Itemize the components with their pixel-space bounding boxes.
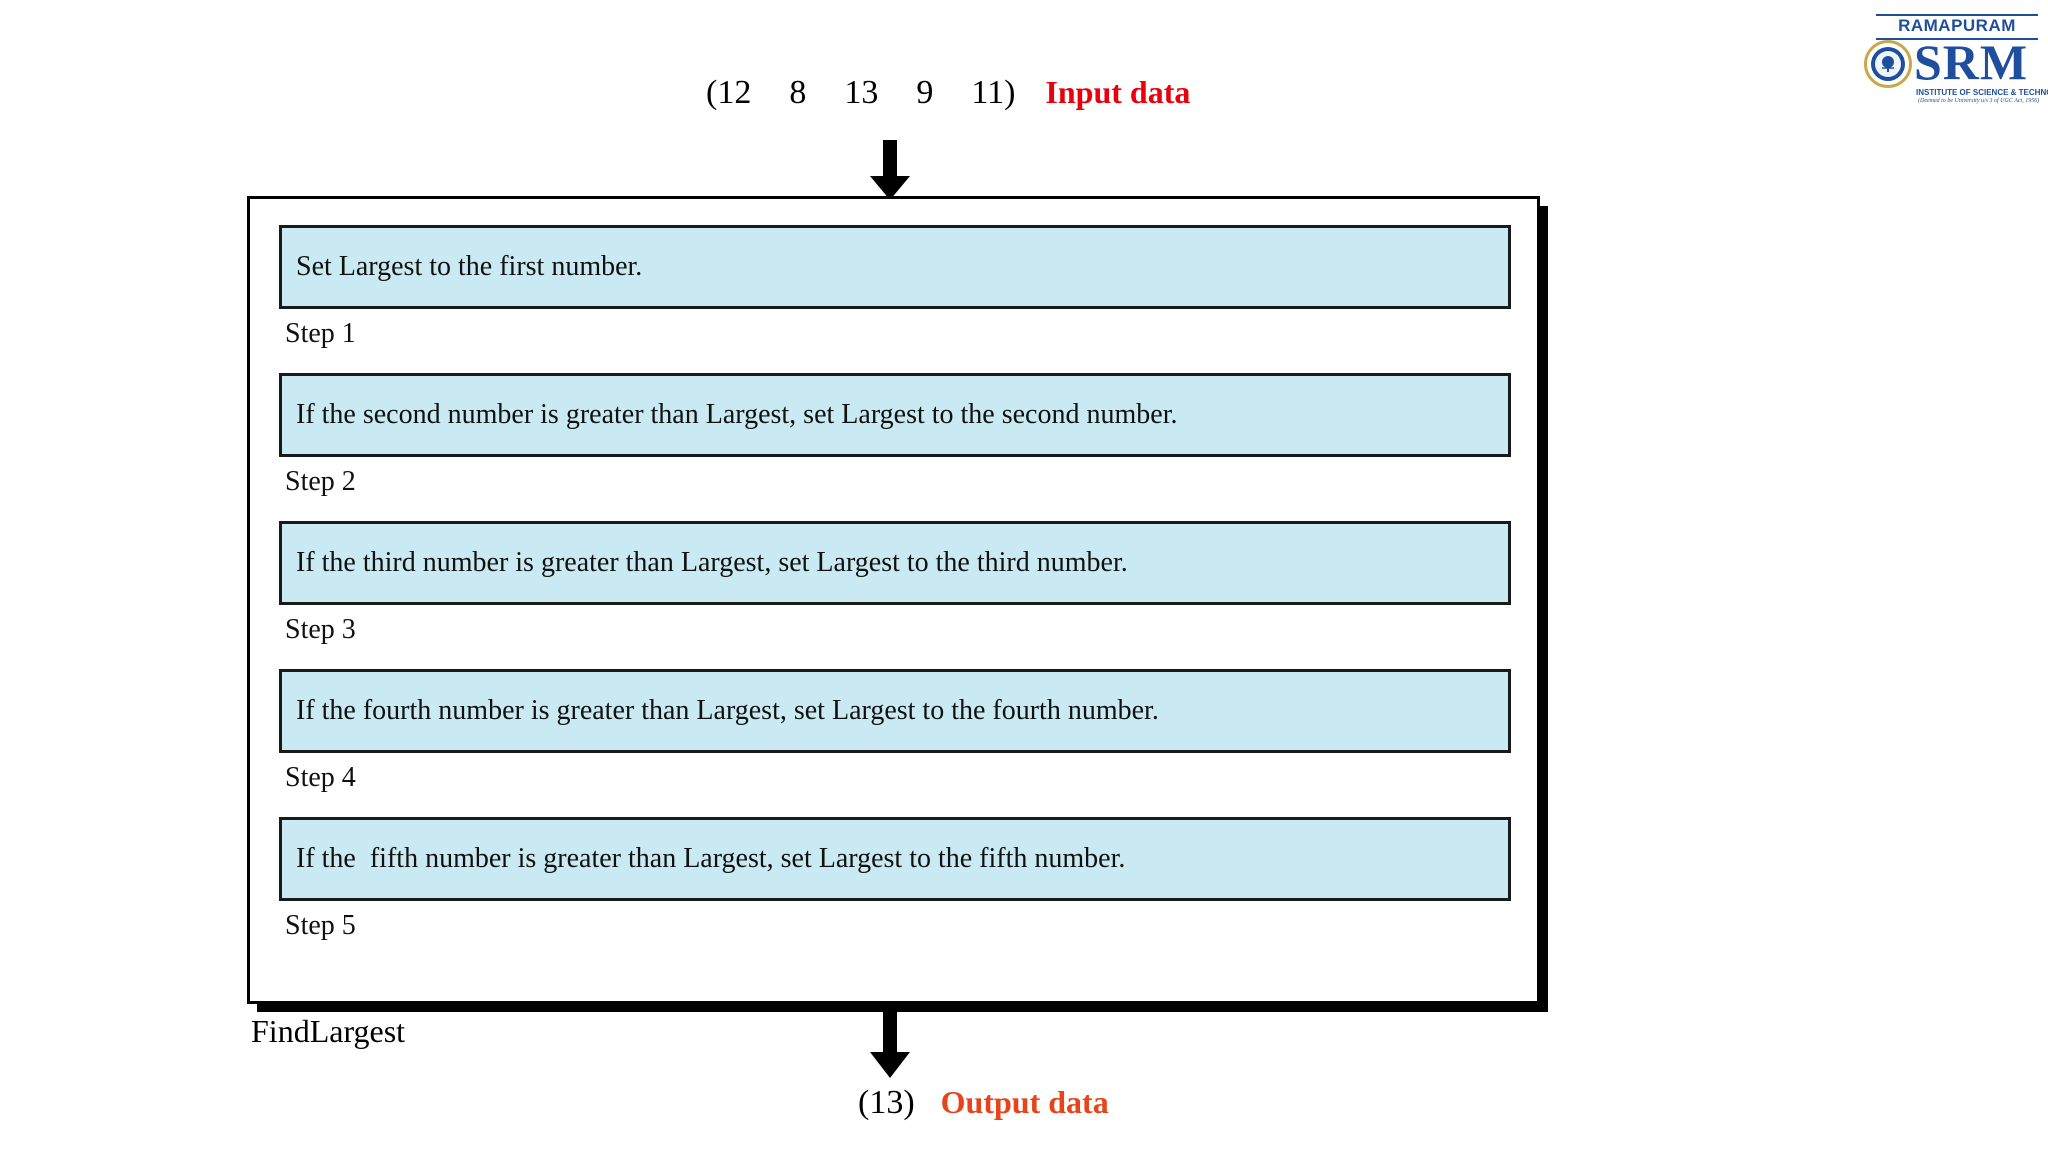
input-data-label: Input data — [1045, 74, 1191, 110]
step-group-3: If the third number is greater than Larg… — [279, 521, 1511, 647]
step-text-2: If the second number is greater than Lar… — [296, 399, 1178, 430]
output-arrow-down-icon — [870, 1004, 910, 1078]
step-label-4: Step 4 — [285, 762, 356, 793]
output-value: (13) — [858, 1084, 915, 1121]
logo-subtagline: (Deemed to be University u/s 3 of UGC Ac… — [1918, 98, 2040, 104]
logo-tagline: INSTITUTE OF SCIENCE & TECHNOLOGY — [1916, 88, 2048, 97]
findlargest-process-box: Set Largest to the first number. Step 1 … — [247, 196, 1540, 1004]
output-data-label: Output data — [940, 1084, 1109, 1120]
input-value-4: 9 — [916, 74, 934, 111]
spacer-4 — [279, 795, 1511, 817]
spacer-2 — [279, 499, 1511, 521]
logo-banner-text: RAMAPURAM — [1876, 14, 2038, 40]
step-box-5: If the fifth number is greater than Larg… — [279, 817, 1511, 901]
input-values-list: (12 8 13 9 11) — [706, 73, 1015, 113]
logo-emblem-tree-icon — [1875, 51, 1901, 77]
institution-logo: RAMAPURAM SRM INSTITUTE OF SCIENCE & TEC… — [1862, 14, 2048, 106]
step-box-3: If the third number is greater than Larg… — [279, 521, 1511, 605]
logo-srm-text: SRM — [1914, 34, 2029, 90]
step-box-2: If the second number is greater than Lar… — [279, 373, 1511, 457]
step-group-5: If the fifth number is greater than Larg… — [279, 817, 1511, 943]
input-value-3: 13 — [844, 74, 879, 111]
input-value-5: 11) — [971, 74, 1016, 111]
step-label-1: Step 1 — [285, 318, 356, 349]
input-data-row: (12 8 13 9 11) Input data — [706, 72, 1190, 113]
input-value-2: 8 — [789, 74, 807, 111]
input-value-1: (12 — [706, 74, 752, 111]
step-label-3: Step 3 — [285, 614, 356, 645]
step-group-2: If the second number is greater than Lar… — [279, 373, 1511, 499]
step-text-4: If the fourth number is greater than Lar… — [296, 695, 1159, 726]
spacer-1 — [279, 351, 1511, 373]
output-data-row: (13) Output data — [858, 1082, 1109, 1123]
spacer-3 — [279, 647, 1511, 669]
step-group-1: Set Largest to the first number. Step 1 — [279, 225, 1511, 351]
input-arrow-down-icon — [870, 140, 910, 200]
logo-emblem-ring — [1871, 47, 1905, 81]
step-text-3: If the third number is greater than Larg… — [296, 547, 1128, 578]
logo-emblem-icon — [1864, 40, 1912, 88]
step-text-1: Set Largest to the first number. — [296, 251, 643, 282]
process-name-label: FindLargest — [251, 1013, 406, 1049]
step-text-5: If the fifth number is greater than Larg… — [296, 843, 1126, 874]
step-label-5: Step 5 — [285, 910, 356, 941]
step-label-2: Step 2 — [285, 466, 356, 497]
step-group-4: If the fourth number is greater than Lar… — [279, 669, 1511, 795]
step-box-1: Set Largest to the first number. — [279, 225, 1511, 309]
steps-container: Set Largest to the first number. Step 1 … — [279, 225, 1511, 991]
step-box-4: If the fourth number is greater than Lar… — [279, 669, 1511, 753]
